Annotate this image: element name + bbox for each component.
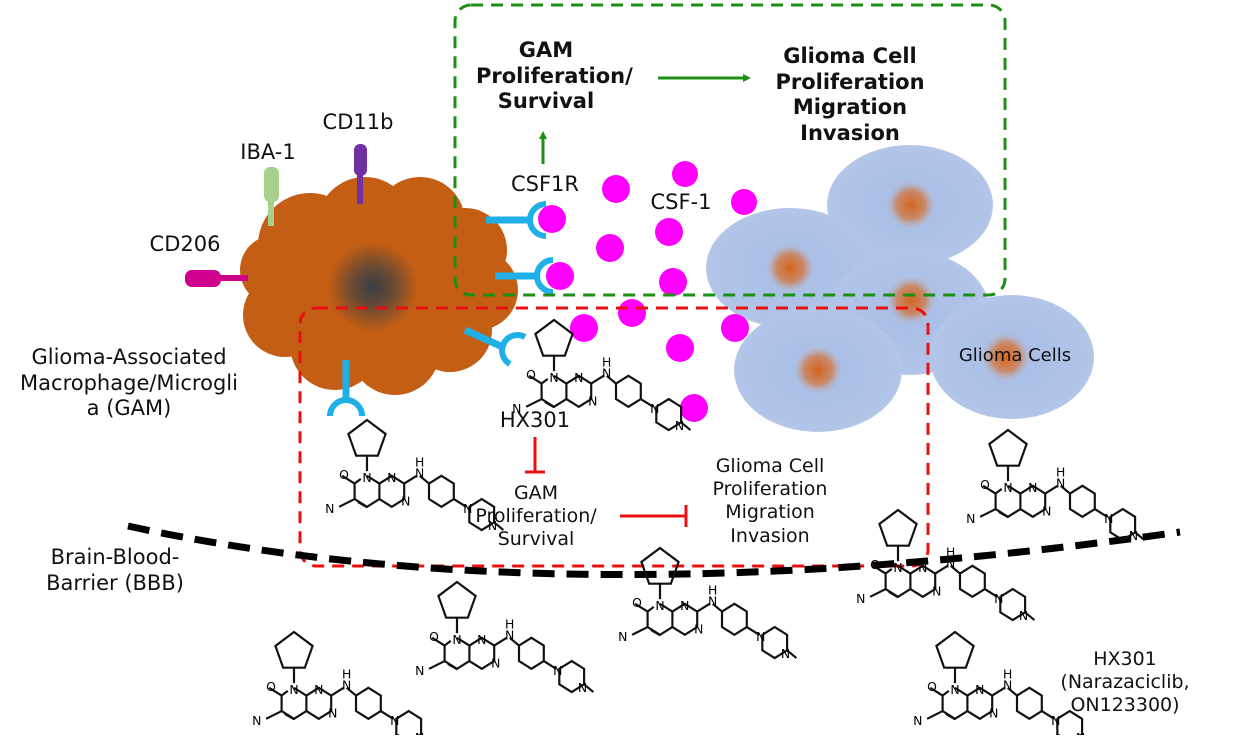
hx301-molecule bbox=[617, 546, 798, 663]
glioma-cell bbox=[734, 308, 902, 432]
csf1r-receptor-drug-bound bbox=[327, 360, 365, 417]
green-glioma-proliferation-label: Glioma Cell Proliferation Migration Inva… bbox=[775, 44, 925, 145]
csf1-ligand bbox=[546, 262, 574, 290]
csf1-ligand bbox=[680, 394, 708, 422]
hx301-molecule bbox=[251, 630, 432, 739]
gam-cell bbox=[240, 177, 518, 395]
csf1-ligand bbox=[672, 161, 698, 187]
green-pathway-box bbox=[453, 3, 1007, 297]
red-glioma-proliferation-label: Glioma Cell Proliferation Migration Inva… bbox=[712, 455, 828, 547]
csf1r-label: CSF1R bbox=[510, 172, 580, 196]
csf1r-receptor-drug-bound bbox=[463, 326, 527, 367]
csf1-ligand bbox=[538, 205, 566, 233]
csf1-ligand bbox=[731, 189, 757, 215]
glioma-nucleus bbox=[980, 331, 1032, 383]
glioma-cell bbox=[930, 295, 1094, 419]
iba1-marker bbox=[264, 167, 279, 226]
gam-cell-label: Glioma-Associated Macrophage/Microgli a … bbox=[20, 345, 238, 421]
hx301-molecule bbox=[414, 580, 595, 697]
csf1-ligand bbox=[618, 299, 646, 327]
red-pathway-box bbox=[298, 306, 930, 568]
csf1-label: CSF-1 bbox=[650, 190, 712, 214]
glioma-cell bbox=[827, 145, 993, 265]
csf1-ligand bbox=[666, 334, 694, 362]
hx301-molecule bbox=[965, 428, 1146, 545]
glioma-cell bbox=[706, 208, 874, 328]
glioma-nucleus bbox=[885, 274, 937, 326]
csf1r-receptor bbox=[486, 201, 547, 239]
csf1-ligand bbox=[655, 218, 683, 246]
csf1-ligand bbox=[570, 314, 598, 342]
glioma-nucleus bbox=[885, 179, 937, 231]
csf1-ligand bbox=[659, 268, 687, 296]
hx301-inhibits-gam bbox=[525, 437, 545, 474]
glioma-cells-cluster bbox=[706, 145, 1094, 432]
drug-name-label: HX301 (Narazaciclib, ON123300) bbox=[1060, 648, 1190, 717]
iba1-label: IBA-1 bbox=[240, 140, 296, 164]
bbb-line bbox=[127, 522, 1181, 579]
hx301-inline-label: HX301 bbox=[499, 408, 571, 432]
glioma-nucleus bbox=[792, 344, 844, 396]
gam-nucleus bbox=[328, 242, 418, 332]
gam-inhibits-glioma bbox=[620, 505, 688, 527]
red-gam-proliferation-label: GAM Proliferation/ Survival bbox=[475, 482, 597, 551]
csf1-ligands bbox=[538, 161, 757, 422]
csf1r-receptor bbox=[495, 257, 554, 295]
csf1-ligand bbox=[596, 234, 624, 262]
csf1-ligand bbox=[721, 314, 749, 342]
cd206-label: CD206 bbox=[149, 232, 221, 256]
glioma-cells-label: Glioma Cells bbox=[958, 345, 1072, 366]
cd11b-label: CD11b bbox=[322, 110, 394, 134]
cd11b-marker bbox=[354, 144, 367, 204]
bbb-label: Brain-Blood- Barrier (BBB) bbox=[46, 545, 184, 595]
green-gam-proliferation-label: GAM Proliferation/ Survival bbox=[476, 38, 633, 114]
csf1-ligand bbox=[602, 175, 630, 203]
glioma-nucleus bbox=[764, 242, 816, 294]
cd206-marker bbox=[185, 270, 248, 287]
